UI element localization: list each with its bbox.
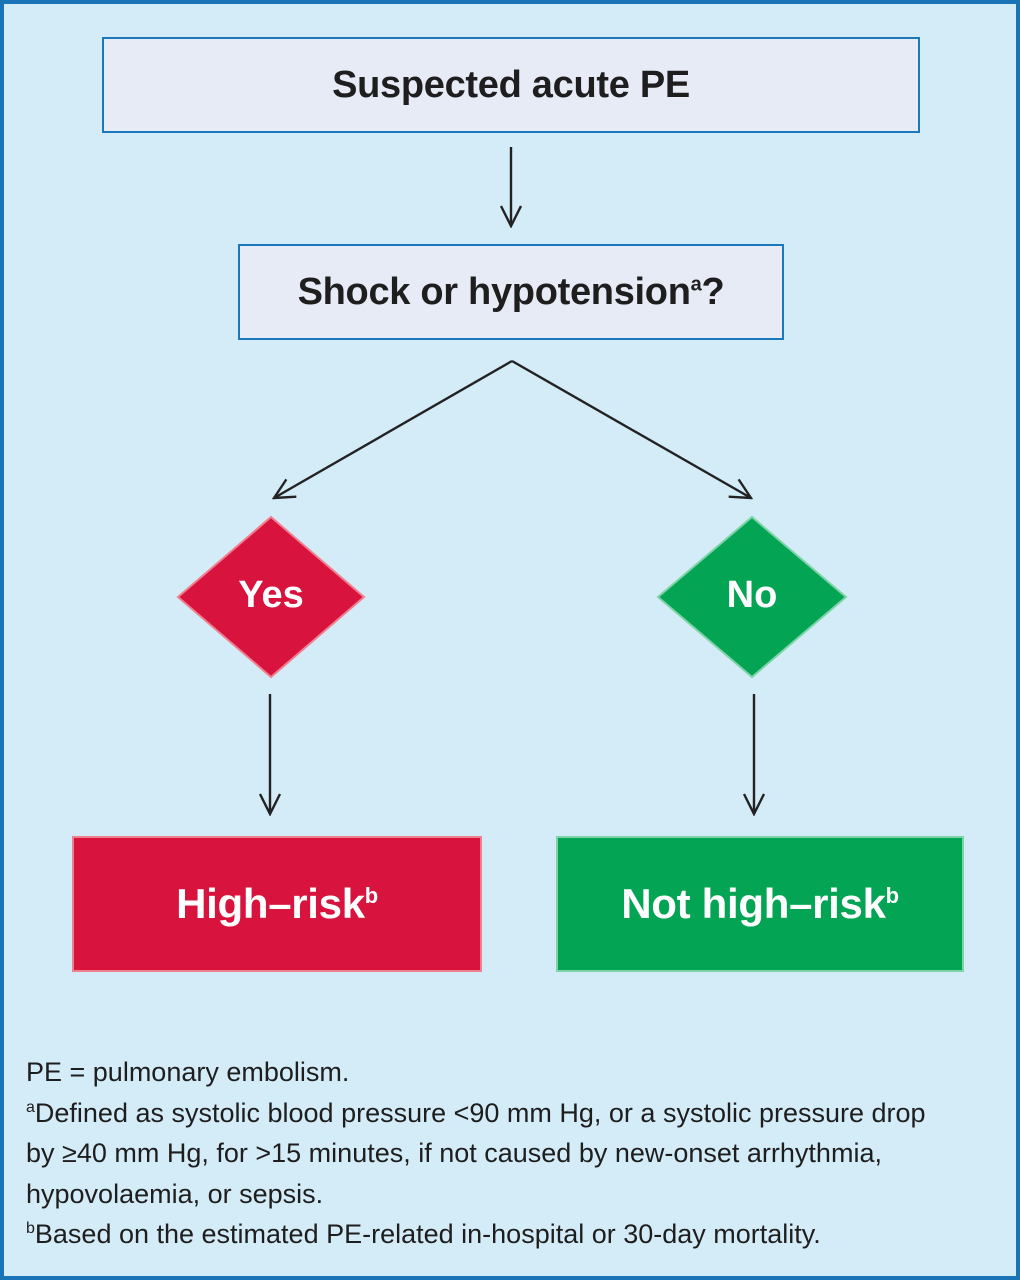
question-suffix: ? xyxy=(701,270,725,313)
suspected-pe-box: Suspected acute PE xyxy=(102,37,920,133)
question-main: Shock or hypotension xyxy=(297,270,691,313)
footnote-abbreviation: PE = pulmonary embolism. xyxy=(26,1057,350,1087)
arrow-question-to-no xyxy=(511,359,751,498)
footnote-b-text-1: Based on the estimated PE-related in-hos… xyxy=(34,1219,821,1249)
no-label: No xyxy=(726,574,778,616)
connector-layer xyxy=(176,147,848,1276)
question-text: Shock or hypotensiona? xyxy=(298,271,725,314)
footnote-marker-b-high: b xyxy=(364,883,378,908)
footnote-a-text-1: Defined as systolic blood pressure <90 m… xyxy=(34,1097,926,1128)
yes-label: Yes xyxy=(238,574,304,616)
no-diamond xyxy=(656,515,848,679)
yes-diamond xyxy=(176,515,366,679)
footnote-a-line-3: hypovolaemia, or sepsis. xyxy=(26,1178,324,1209)
shock-hypotension-box: Shock or hypotensiona? xyxy=(238,244,784,340)
not-high-risk-box: Not high–riskb xyxy=(556,836,964,972)
suspected-pe-text: Suspected acute PE xyxy=(332,63,690,106)
not-high-risk-text: Not high–riskb xyxy=(621,880,899,928)
high-risk-label: High–risk xyxy=(176,880,365,927)
footnote-a-line-2: by ≥40 mm Hg, for >15 minutes, if not ca… xyxy=(26,1138,882,1168)
not-high-risk-label: Not high–risk xyxy=(621,880,886,927)
arrow-question-to-yes xyxy=(274,359,513,498)
footnote-b-marker: b xyxy=(26,1220,35,1237)
footnotes: PE = pulmonary embolism. aDefined as sys… xyxy=(26,1052,996,1255)
high-risk-text: High–riskb xyxy=(176,880,378,928)
high-risk-box: High–riskb xyxy=(72,836,482,972)
footnote-b-line-1: bBased on the estimated PE-related in-ho… xyxy=(26,1214,996,1255)
footnote-a-line-1: aDefined as systolic blood pressure <90 … xyxy=(26,1093,996,1134)
footnote-marker-b-not-high: b xyxy=(885,883,899,908)
footnote-a-marker: a xyxy=(26,1098,35,1116)
footnote-marker-a: a xyxy=(690,272,702,295)
